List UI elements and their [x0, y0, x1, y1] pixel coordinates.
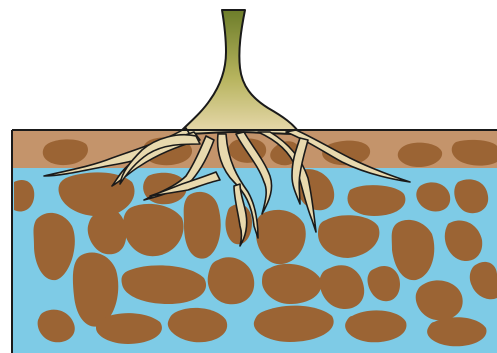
- plant-stem: [178, 10, 300, 134]
- soil-particle: [184, 192, 221, 259]
- soil-particle: [427, 317, 486, 346]
